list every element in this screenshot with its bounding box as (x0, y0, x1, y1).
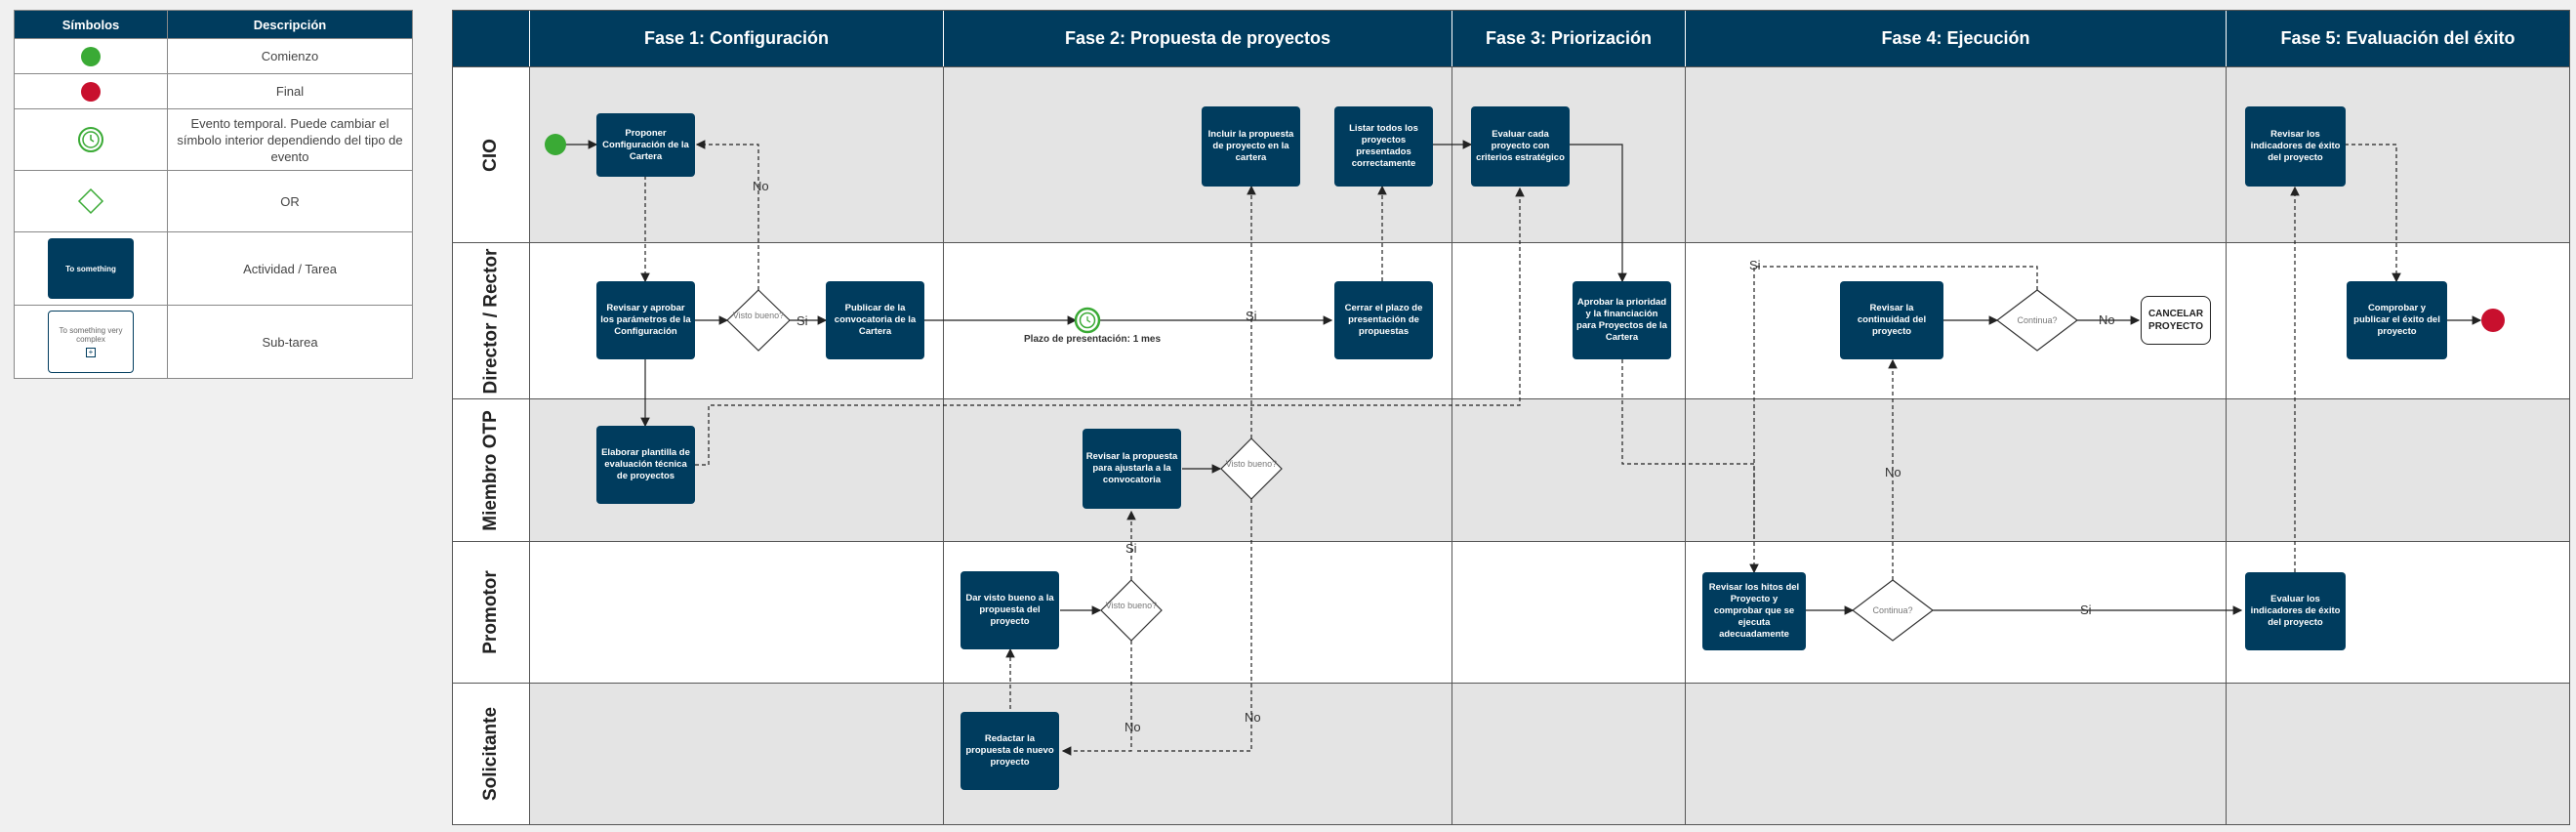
timer-label: Plazo de presentación: 1 mes (1024, 334, 1162, 345)
legend-desc: Actividad / Tarea (243, 261, 337, 276)
phase-header-3: Fase 3: Priorización (1452, 11, 1685, 66)
edge-label-no: No (1245, 710, 1261, 725)
gateway-d1-label: Visto bueno? (732, 311, 785, 320)
lane-label-otp: Miembro OTP (453, 398, 529, 541)
timer-event-icon (78, 127, 103, 152)
task-publicar-convocatoria[interactable]: Publicar de la convocatoria de la Carter… (826, 281, 924, 359)
swimlane-diagram: CIO Director / Rector Miembro OTP Promot… (452, 10, 2570, 825)
task-proponer-configuracion[interactable]: Proponer Configuración de la Cartera (596, 113, 695, 177)
legend-row-task: To something Actividad / Tarea (15, 231, 412, 305)
gateway-d4 (1996, 289, 2078, 352)
or-gateway-icon (77, 187, 104, 215)
legend-row-subtask: To something very complex + Sub-tarea (15, 305, 412, 378)
legend-row-timer: Evento temporal. Puede cambiar el símbol… (15, 108, 412, 170)
phase-header-4: Fase 4: Ejecución (1685, 11, 2226, 66)
subtask-sample-label: To something very complex (59, 326, 123, 344)
task-elaborar-plantilla[interactable]: Elaborar plantilla de evaluación técnica… (596, 426, 695, 504)
task-revisar-indicadores[interactable]: Revisar los indicadores de éxito del pro… (2245, 106, 2346, 187)
task-evaluar-indicadores[interactable]: Evaluar los indicadores de éxito del pro… (2245, 572, 2346, 650)
lane-label-director: Director / Rector (453, 242, 529, 398)
gateway-d2-label: Visto bueno? (1225, 459, 1278, 469)
lane-label-promotor: Promotor (453, 541, 529, 683)
lane-label-solicitante: Solicitante (453, 683, 529, 824)
gateway-d2 (1220, 437, 1283, 500)
task-incluir-propuesta[interactable]: Incluir la propuesta de proyecto en la c… (1202, 106, 1300, 187)
edge-label-si: Si (1246, 309, 1257, 323)
edge-label-no: No (2099, 312, 2115, 327)
edge-label-si: Si (1125, 541, 1137, 556)
legend-desc: Sub-tarea (262, 334, 318, 350)
gateway-d4-label: Continua? (2017, 315, 2058, 325)
lane-bg-solicitante (529, 683, 2569, 824)
task-revisar-propuesta[interactable]: Revisar la propuesta para ajustarla a la… (1083, 429, 1181, 509)
start-event-icon (545, 134, 566, 155)
gateway-d5 (1852, 579, 1934, 642)
task-revisar-hitos[interactable]: Revisar los hitos del Proyecto y comprob… (1702, 572, 1806, 650)
legend-row-end: Final (15, 73, 412, 108)
gateway-d3 (1100, 579, 1163, 642)
gateway-d3-label: Visto bueno? (1105, 601, 1158, 610)
task-revisar-continuidad[interactable]: Revisar la continuidad del proyecto (1840, 281, 1943, 359)
timer-event-icon (1074, 307, 1101, 334)
legend-header: Símbolos Descripción (15, 11, 412, 38)
task-cerrar-plazo[interactable]: Cerrar el plazo de presentación de propu… (1334, 281, 1433, 359)
edge-label-no: No (1885, 465, 1901, 479)
task-sample: To something (48, 238, 134, 299)
legend-header-description: Descripción (253, 17, 327, 32)
connectors (545, 134, 2505, 756)
subtask-sample: To something very complex + (48, 311, 134, 373)
legend-row-or: OR (15, 170, 412, 231)
task-dar-visto-bueno[interactable]: Dar visto bueno a la propuesta del proye… (961, 571, 1059, 649)
task-redactar-propuesta[interactable]: Redactar la propuesta de nuevo proyecto (961, 712, 1059, 790)
task-comprobar-publicar[interactable]: Comprobar y publicar el éxito del proyec… (2347, 281, 2447, 359)
end-event-icon (2481, 309, 2505, 332)
legend-desc: Evento temporal. Puede cambiar el símbol… (177, 115, 403, 164)
cancel-project-box[interactable]: CANCELAR PROYECTO (2141, 296, 2211, 345)
edge-label-no: No (1124, 720, 1141, 734)
task-revisar-parametros[interactable]: Revisar y aprobar los parámetros de la C… (596, 281, 695, 359)
lane-bg-promotor (529, 541, 2569, 683)
legend-desc: Comienzo (261, 49, 319, 63)
legend-header-symbols: Símbolos (15, 11, 168, 38)
legend-table: Símbolos Descripción Comienzo Final Even… (14, 10, 413, 379)
end-event-icon (81, 81, 101, 102)
edge-label-si: Si (1749, 258, 1761, 272)
legend-row-start: Comienzo (15, 38, 412, 73)
lane-bg-otp (529, 398, 2569, 541)
start-event-icon (81, 46, 101, 66)
gateway-d1 (726, 289, 791, 352)
gateway-d5-label: Continua? (1872, 605, 1913, 615)
task-listar-proyectos[interactable]: Listar todos los proyectos presentados c… (1334, 106, 1433, 187)
corner-cell (453, 11, 529, 66)
edge-label-si: Si (797, 313, 808, 328)
phase-header-1: Fase 1: Configuración (529, 11, 943, 66)
lane-label-cio: CIO (453, 66, 529, 242)
legend-desc: OR (280, 193, 300, 209)
plus-box-icon: + (86, 348, 96, 357)
legend-desc: Final (275, 84, 305, 99)
phase-header-2: Fase 2: Propuesta de proyectos (943, 11, 1452, 66)
edge-label-no: No (753, 179, 769, 193)
task-aprobar-prioridad[interactable]: Aprobar la prioridad y la financiación p… (1573, 281, 1671, 359)
task-evaluar-criterios[interactable]: Evaluar cada proyecto con criterios estr… (1471, 106, 1570, 187)
phase-header-5: Fase 5: Evaluación del éxito (2226, 11, 2569, 66)
edge-label-si: Si (2080, 603, 2092, 617)
